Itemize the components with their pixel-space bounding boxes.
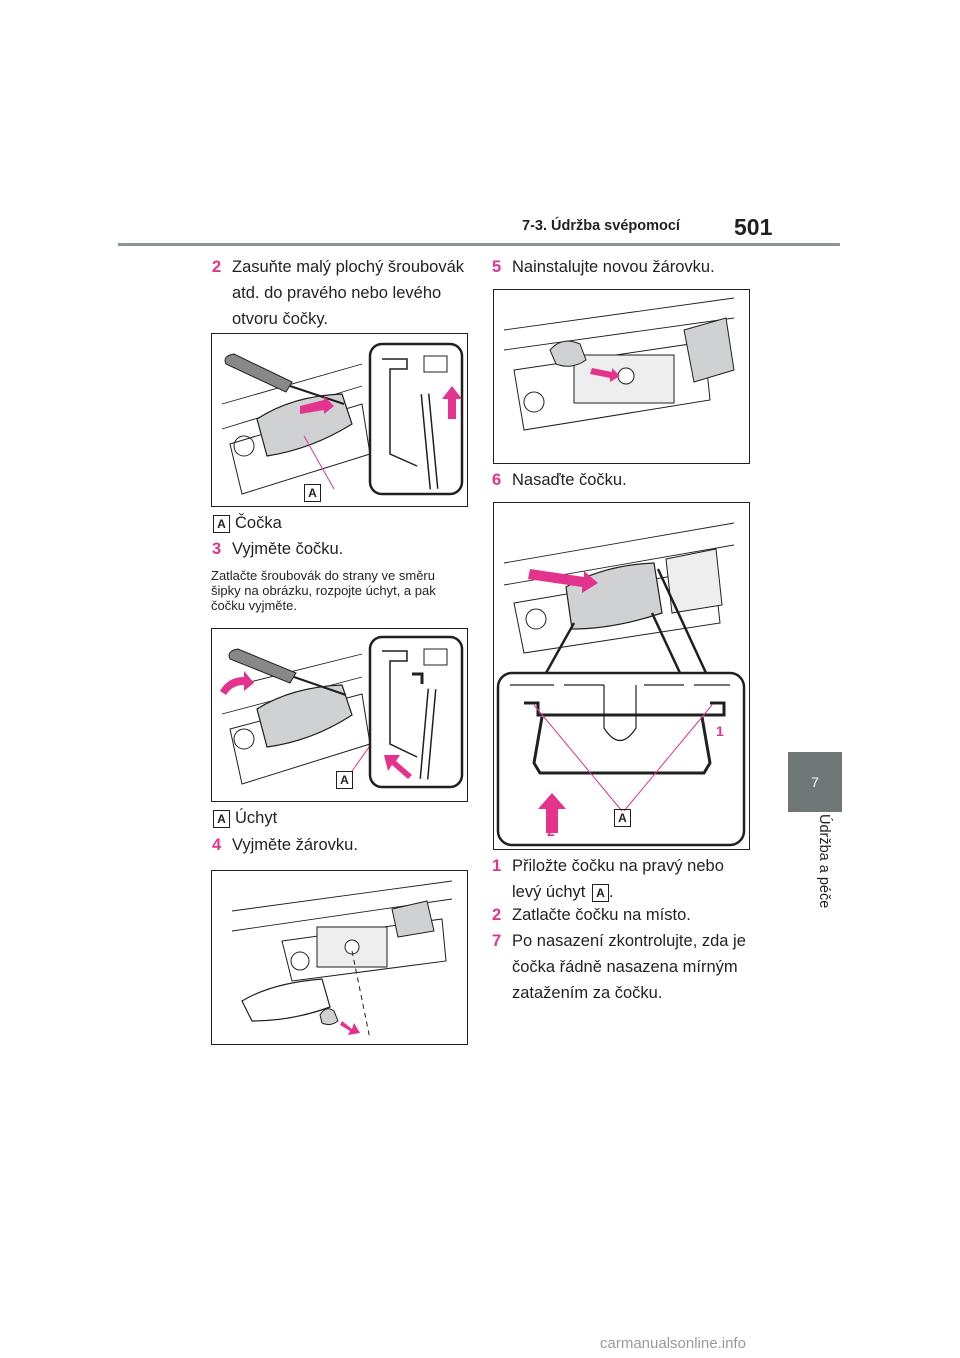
callout-a-badge: A [336,771,353,789]
figure-marker-1: 1 [716,723,724,739]
step-text: Vyjměte žárovku. [232,836,358,854]
substep-2: 2 Zatlačte čočku na místo. [492,902,752,928]
section-title: 7-3. Údržba svépomocí [522,218,680,234]
callout-a-badge: A [213,809,230,828]
step-4: 4 Vyjměte žárovku. [212,832,468,858]
step-6: 6 Nasaďte čočku. [492,467,752,493]
step-text: Zasuňte malý plochý šroubovák atd. do pr… [232,258,465,328]
step-3-note: Zatlačte šroubovák do strany ve směru ši… [211,568,436,613]
legend-clip: A Úchyt [213,807,277,829]
step-2: 2 Zasuňte malý plochý šroubovák atd. do p… [212,254,468,332]
legend-lens: A Čočka [213,512,282,534]
step-number: 4 [212,836,222,854]
step-text: Přiložte čočku na pravý nebo levý úchyt [512,857,724,901]
step-number: 3 [212,540,222,558]
callout-a-badge: A [213,514,230,533]
page-number: 501 [734,214,773,240]
step-number: 2 [212,258,222,276]
figure-release-clip: A [211,628,468,802]
step-number: 7 [492,932,502,950]
header-divider [118,243,840,246]
figure-remove-bulb [211,870,468,1045]
step-text: Zatlačte čočku na místo. [512,906,691,924]
step-number: 1 [492,857,502,875]
callout-a-badge: A [614,809,631,827]
step-5: 5 Nainstalujte novou žárovku. [492,254,752,280]
figure-insert-screwdriver: A [211,333,468,507]
figure-install-bulb [493,289,750,464]
legend-clip-text: Úchyt [235,809,278,827]
callout-a-badge: A [591,883,609,902]
step-text-end: . [608,883,614,901]
substep-1: 1 Přiložte čočku na pravý nebo levý úchyt… [492,853,752,905]
figure-marker-2: 2 [547,823,555,839]
step-number: 5 [492,258,502,276]
step-text: Po nasazení zkontrolujte, zda je čočka ř… [512,932,746,1002]
step-number: 2 [492,906,502,924]
step-3: 3 Vyjměte čočku. [212,536,468,562]
step-text: Nainstalujte novou žárovku. [512,258,715,276]
chapter-tab: 7 [788,752,842,812]
callout-a-badge: A [304,484,321,502]
figure-attach-lens: 1 2 A [493,502,750,850]
footer-watermark: carmanualsonline.info [600,1335,746,1352]
chapter-title: Údržba a péče [816,814,832,909]
step-text: Vyjměte čočku. [232,540,344,558]
step-number: 6 [492,471,502,489]
legend-lens-text: Čočka [235,514,282,532]
step-text: Nasaďte čočku. [512,471,627,489]
step-7: 7 Po nasazení zkontrolujte, zda je čočka … [492,928,752,1006]
